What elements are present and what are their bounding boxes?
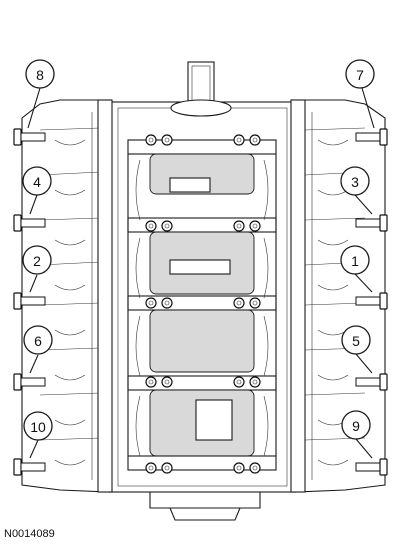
svg-text:7: 7 bbox=[356, 67, 364, 83]
svg-text:5: 5 bbox=[352, 333, 360, 349]
callout-1: 1 bbox=[340, 245, 370, 275]
engine-block bbox=[21, 61, 386, 521]
side-bolt-9 bbox=[355, 458, 388, 476]
callout-10: 10 bbox=[23, 411, 53, 441]
side-bolt-4 bbox=[13, 214, 46, 232]
figure-id: N0014089 bbox=[4, 528, 55, 540]
side-bolt-5 bbox=[355, 373, 388, 391]
callout-9: 9 bbox=[341, 410, 371, 440]
callout-8: 8 bbox=[25, 59, 55, 89]
callout-2: 2 bbox=[22, 245, 52, 275]
svg-text:9: 9 bbox=[352, 418, 360, 434]
side-bolt-1 bbox=[355, 292, 388, 310]
side-bolt-10 bbox=[13, 458, 46, 476]
svg-text:10: 10 bbox=[30, 419, 46, 435]
side-bolt-7 bbox=[355, 128, 388, 146]
cap-bolts bbox=[145, 134, 261, 474]
leader-lines bbox=[27, 87, 375, 459]
main-bearing-caps bbox=[127, 139, 277, 471]
svg-text:4: 4 bbox=[33, 174, 41, 190]
svg-text:6: 6 bbox=[34, 333, 42, 349]
callout-5: 5 bbox=[341, 325, 371, 355]
side-bolt-3 bbox=[355, 214, 388, 232]
callout-6: 6 bbox=[23, 325, 53, 355]
callout-7: 7 bbox=[345, 59, 375, 89]
callout-3: 3 bbox=[340, 166, 370, 196]
svg-text:8: 8 bbox=[36, 67, 44, 83]
svg-text:1: 1 bbox=[351, 253, 359, 269]
side-bolt-6 bbox=[13, 373, 46, 391]
svg-text:3: 3 bbox=[351, 174, 359, 190]
callouts: 8 7 4 3 2 1 6 5 10 9 bbox=[22, 59, 375, 441]
svg-text:2: 2 bbox=[33, 253, 41, 269]
side-bolts-right bbox=[355, 128, 388, 476]
side-bolts-left bbox=[13, 128, 46, 476]
side-bolt-8 bbox=[13, 128, 46, 146]
side-bolt-2 bbox=[13, 292, 46, 310]
callout-4: 4 bbox=[22, 166, 52, 196]
